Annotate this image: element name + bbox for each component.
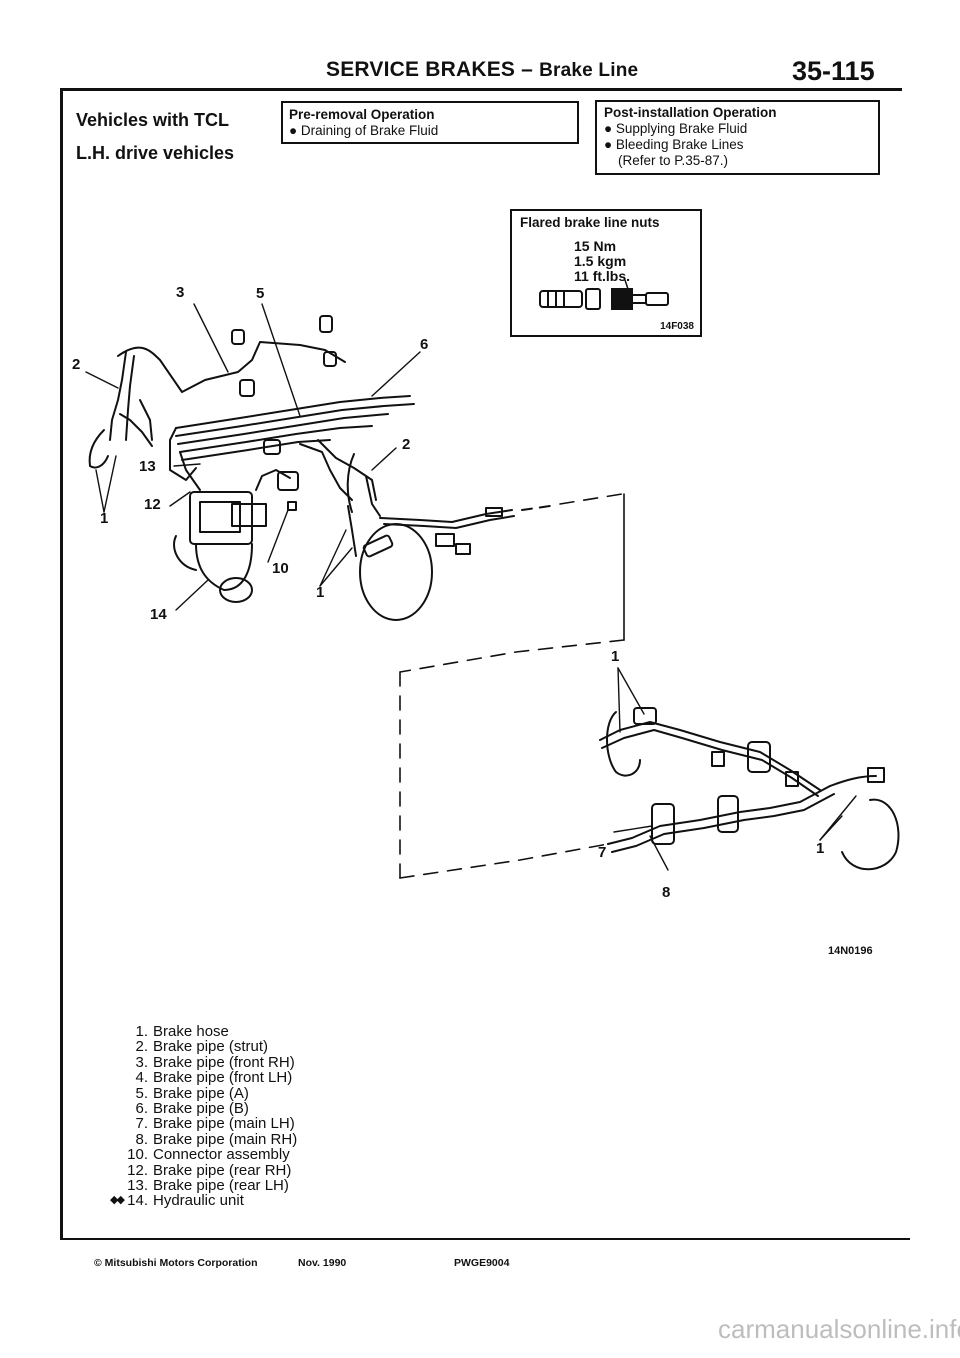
pre-removal-box: Pre-removal Operation ● Draining of Brak… xyxy=(281,101,579,144)
callout-label: 13 xyxy=(139,458,156,475)
footer-code: PWGE9004 xyxy=(454,1257,510,1269)
part-name: Brake pipe (strut) xyxy=(153,1038,269,1056)
part-number: 10. xyxy=(127,1146,148,1164)
section-subtitle: Brake Line xyxy=(539,60,639,81)
list-item: 13. Brake pipe (rear LH) xyxy=(112,1176,297,1194)
list-item: 3. Brake pipe (front RH) xyxy=(112,1053,297,1071)
callout-label: 1 xyxy=(611,648,620,665)
torque-figure-code: 14F038 xyxy=(660,321,694,332)
part-number: 3. xyxy=(135,1053,148,1071)
post-installation-item: ● Bleeding Brake Lines xyxy=(604,137,744,152)
service-point-icon: ◆◆ xyxy=(110,1194,125,1207)
header-rule xyxy=(60,88,902,91)
footer-date: Nov. 1990 xyxy=(298,1257,347,1269)
post-installation-item: (Refer to P.35-87.) xyxy=(618,153,729,168)
callout-leaders xyxy=(85,303,857,871)
list-item: 1. Brake hose xyxy=(112,1023,297,1040)
part-name: Brake pipe (A) xyxy=(153,1084,249,1102)
callout-label: 7 xyxy=(598,844,607,861)
pre-removal-title: Pre-removal Operation xyxy=(289,107,435,122)
list-item: 10. Connector assembly xyxy=(112,1146,297,1164)
list-item: 2. Brake pipe (strut) xyxy=(112,1038,297,1056)
torque-spec-box: Flared brake line nuts 15 Nm 1.5 kgm 11 … xyxy=(510,209,702,337)
parts-list: 1. Brake hose 2. Brake pipe (strut) 3. Brak… xyxy=(110,1023,298,1210)
rear-pipe-assembly xyxy=(599,707,900,871)
callout-label: 2 xyxy=(72,356,81,373)
part-name: Brake pipe (rear RH) xyxy=(153,1161,292,1179)
page-number: 35-115 xyxy=(792,56,875,86)
torque-value: 11 ft.lbs. xyxy=(574,268,631,284)
part-number: 2. xyxy=(135,1038,148,1056)
pre-removal-item: ● Draining of Brake Fluid xyxy=(289,123,439,138)
part-name: Brake hose xyxy=(153,1023,229,1040)
title-separator: – xyxy=(521,58,534,81)
list-item: 12. Brake pipe (rear RH) xyxy=(112,1161,297,1179)
watermark: carmanualsonline.info xyxy=(718,1314,960,1344)
hydraulic-unit xyxy=(173,469,291,603)
part-name: Brake pipe (B) xyxy=(153,1099,249,1117)
callout-label: 5 xyxy=(256,285,265,302)
torque-value: 15 Nm xyxy=(574,238,617,254)
part-name: Brake pipe (main RH) xyxy=(153,1130,298,1148)
footer-rule xyxy=(60,1238,910,1240)
part-name: Brake pipe (front LH) xyxy=(153,1069,293,1087)
torque-spec-title: Flared brake line nuts xyxy=(520,215,660,230)
part-number: 4. xyxy=(135,1069,148,1087)
part-number: 14. xyxy=(127,1192,148,1210)
callout-label: 6 xyxy=(420,336,429,353)
callout-label: 10 xyxy=(272,560,289,577)
list-item: 7. Brake pipe (main LH) xyxy=(112,1115,297,1133)
left-brake-hose xyxy=(88,351,153,469)
part-number: 1. xyxy=(135,1023,148,1040)
list-item: ◆◆14. Hydraulic unit xyxy=(110,1192,297,1210)
right-strut-hose xyxy=(346,453,433,621)
part-number: 8. xyxy=(135,1130,148,1148)
post-installation-item: ● Supplying Brake Fluid xyxy=(604,121,748,136)
callout-label: 1 xyxy=(816,840,825,857)
part-name: Connector assembly xyxy=(153,1146,290,1164)
left-margin-rule xyxy=(60,88,63,1240)
part-name: Brake pipe (main LH) xyxy=(153,1115,295,1133)
flare-nut-illustration xyxy=(539,276,669,310)
section-title: SERVICE BRAKES xyxy=(326,58,516,81)
callout-label: 1 xyxy=(316,584,325,601)
list-item: 6. Brake pipe (B) xyxy=(112,1099,297,1117)
main-pipe-to-rear xyxy=(379,505,551,555)
list-item: 8. Brake pipe (main RH) xyxy=(112,1130,298,1148)
callout-label: 3 xyxy=(176,284,185,301)
diagram-figure-code: 14N0196 xyxy=(828,945,873,957)
part-number: 13. xyxy=(127,1176,148,1194)
page-title: SERVICE BRAKES – Brake Line xyxy=(326,58,638,82)
post-installation-title: Post-installation Operation xyxy=(604,105,777,120)
part-number: 12. xyxy=(127,1161,148,1179)
front-pipe-bundle xyxy=(117,341,415,501)
drive-applicability: L.H. drive vehicles xyxy=(76,143,235,163)
callout-label: 8 xyxy=(662,884,671,901)
post-installation-box: Post-installation Operation ● Supplying … xyxy=(595,100,880,175)
pipe-clips xyxy=(231,315,337,511)
callout-label: 2 xyxy=(402,436,411,453)
part-name: Brake pipe (rear LH) xyxy=(153,1176,289,1194)
list-item: 4. Brake pipe (front LH) xyxy=(112,1069,297,1087)
footer-copyright: © Mitsubishi Motors Corporation xyxy=(94,1257,258,1269)
callout-label: 1 xyxy=(100,510,109,527)
vehicle-applicability: Vehicles with TCL xyxy=(76,110,230,130)
torque-value: 1.5 kgm xyxy=(574,253,627,269)
list-item: 5. Brake pipe (A) xyxy=(112,1084,297,1102)
callout-label: 12 xyxy=(144,496,161,513)
callout-label: 14 xyxy=(150,606,167,623)
part-name: Hydraulic unit xyxy=(153,1192,244,1210)
part-number: 7. xyxy=(135,1115,148,1133)
part-name: Brake pipe (front RH) xyxy=(153,1053,295,1071)
part-number: 5. xyxy=(135,1084,148,1102)
part-number: 6. xyxy=(135,1099,148,1117)
